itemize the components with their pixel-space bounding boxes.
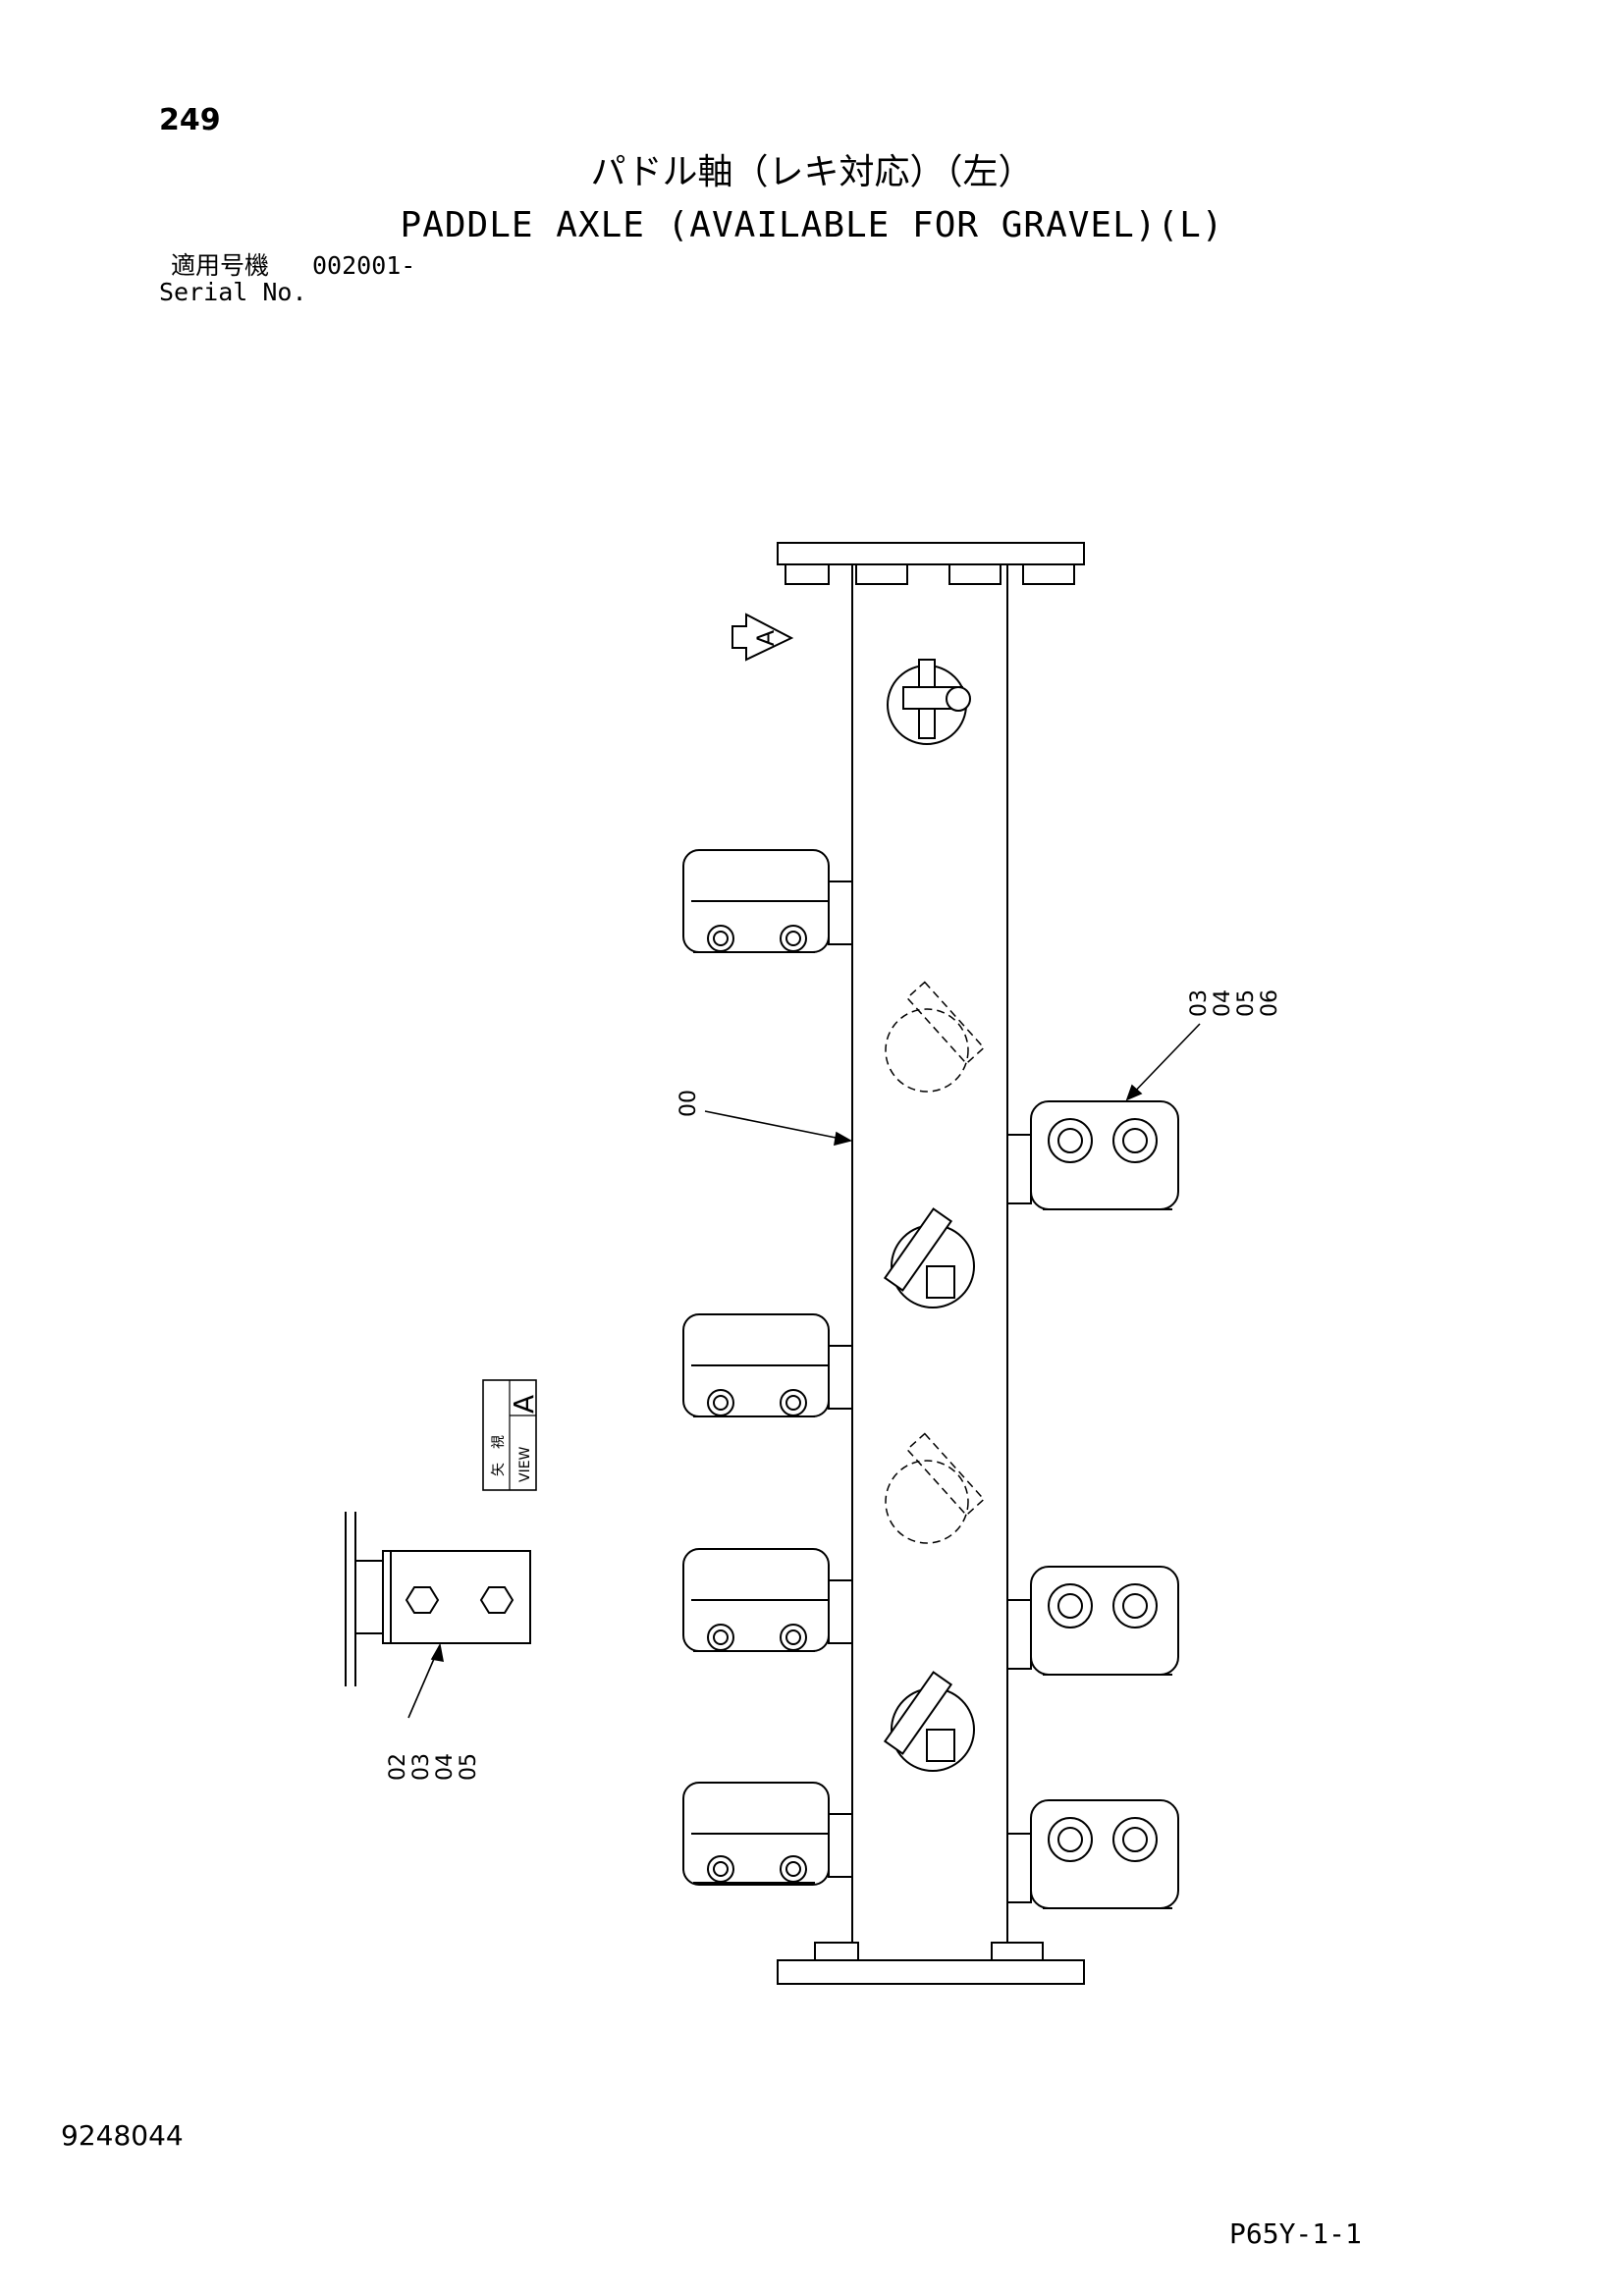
view-a-side-detail	[345, 1512, 531, 1686]
serial-number-value: 002001-	[312, 251, 416, 280]
callout-leader-axle	[704, 1110, 851, 1142]
hidden-paddle-disc	[885, 981, 986, 1544]
callout-label-right-plate-3: 05	[1234, 989, 1259, 1017]
view-arrow-letter: A	[752, 629, 780, 646]
left-paddle-holder	[682, 1548, 853, 1652]
arrowhead-icon	[430, 1642, 445, 1662]
callout-label-side-view-2: 03	[409, 1753, 434, 1781]
paddle-disc	[887, 659, 971, 745]
paddle-disc	[883, 1207, 975, 1308]
left-paddle-holder	[682, 849, 853, 953]
callout-leader-right-plate	[1126, 1023, 1201, 1100]
hex-bolt-icon	[405, 1586, 440, 1614]
arrowhead-icon	[1125, 1084, 1143, 1101]
callout-label-side-view-1: 02	[386, 1753, 410, 1781]
callout-label-right-plate-4: 06	[1258, 989, 1282, 1017]
axle-shaft	[851, 564, 1008, 1960]
left-paddle-holder	[682, 1313, 853, 1417]
right-paddle-plate	[1006, 1799, 1179, 1909]
right-paddle-plate	[1006, 1100, 1179, 1210]
callout-label-side-view-3: 04	[433, 1753, 458, 1781]
serial-label-english: Serial No.	[159, 278, 307, 306]
callout-label-right-plate-1: 03	[1187, 989, 1212, 1017]
callout-label-right-plate-2: 04	[1211, 989, 1235, 1017]
view-label-english: VIEW	[517, 1446, 533, 1482]
view-a-label-box: 矢 視 VIEW A	[482, 1379, 540, 1491]
arrowhead-icon	[834, 1131, 853, 1147]
hex-bolt-icon	[479, 1586, 514, 1614]
right-paddle-plate	[1006, 1566, 1179, 1676]
paddle-disc	[883, 1671, 975, 1772]
page-title-japanese: パドル軸（レキ対応）（左）	[590, 152, 1034, 192]
serial-label-japanese: 適用号機	[171, 251, 270, 280]
view-label-japanese: 矢 視	[491, 1435, 507, 1476]
page-code: P65Y-1-1	[1229, 2217, 1362, 2250]
page-title-english: PADDLE AXLE (AVAILABLE FOR GRAVEL)(L)	[400, 205, 1224, 245]
bottom-flange	[777, 1942, 1085, 1985]
left-paddle-holder	[682, 1782, 853, 1886]
page-number: 249	[159, 103, 221, 137]
top-flange	[777, 542, 1085, 585]
callout-label-side-view-4: 05	[457, 1753, 481, 1781]
view-label-letter: A	[508, 1395, 540, 1414]
view-a-arrow-marker: A	[731, 613, 794, 662]
callout-label-axle: 00	[677, 1090, 701, 1117]
drawing-number: 9248044	[61, 2119, 184, 2152]
